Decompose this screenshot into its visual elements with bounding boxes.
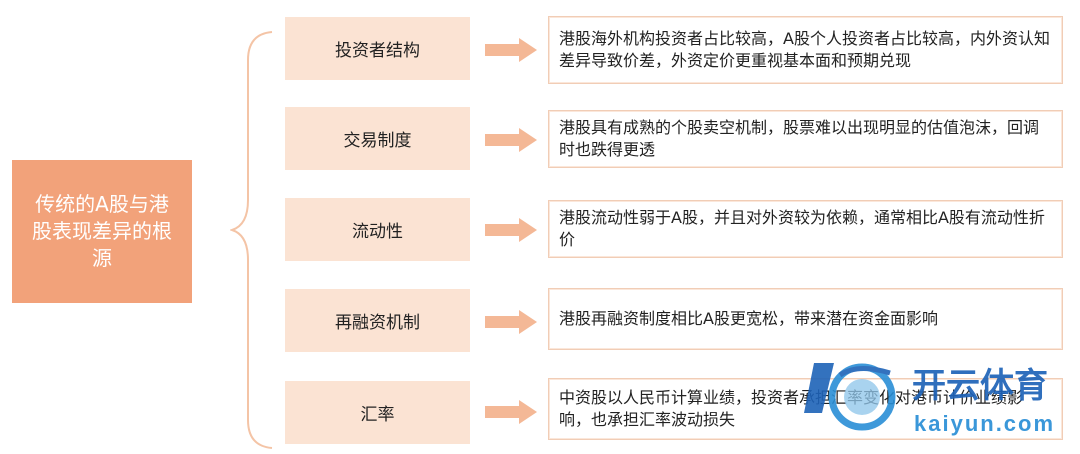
arrow-right-icon (485, 38, 537, 62)
arrow-right-icon (485, 310, 537, 334)
category-box-trading-system: 交易制度 (285, 107, 470, 170)
category-box-investor-structure: 投资者结构 (285, 17, 470, 80)
logo-mark-icon (804, 363, 896, 431)
category-box-exchange-rate: 汇率 (285, 381, 470, 444)
watermark-logo: 开云体育 kaiyun.com (804, 363, 1055, 436)
description-box-investor-structure: 港股海外机构投资者占比较高，A股个人投资者占比较高，内外资认知差异导致价差，外资… (548, 16, 1063, 84)
curly-brace (230, 31, 273, 449)
description-box-exchange-rate: 中资股以人民币计算业绩，投资者承担汇率变化对港币计价业绩影响，也承担汇率波动损失 (548, 378, 1063, 440)
root-node: 传统的A股与港股表现差异的根源 (12, 160, 192, 303)
description-box-trading-system: 港股具有成熟的个股卖空机制，股票难以出现明显的估值泡沫，回调时也跌得更透 (548, 110, 1063, 168)
arrow-right-icon (485, 218, 537, 242)
svg-text:开云体育: 开云体育 (912, 367, 1048, 405)
category-box-liquidity: 流动性 (285, 198, 470, 261)
arrow-right-icon (485, 400, 537, 424)
arrow-right-icon (485, 128, 537, 152)
description-box-liquidity: 港股流动性弱于A股，并且对外资较为依赖，通常相比A股有流动性折价 (548, 200, 1063, 258)
svg-text:kaiyun.com: kaiyun.com (914, 411, 1055, 436)
description-box-refinancing: 港股再融资制度相比A股更宽松，带来潜在资金面影响 (548, 288, 1063, 350)
category-box-refinancing: 再融资机制 (285, 289, 470, 352)
